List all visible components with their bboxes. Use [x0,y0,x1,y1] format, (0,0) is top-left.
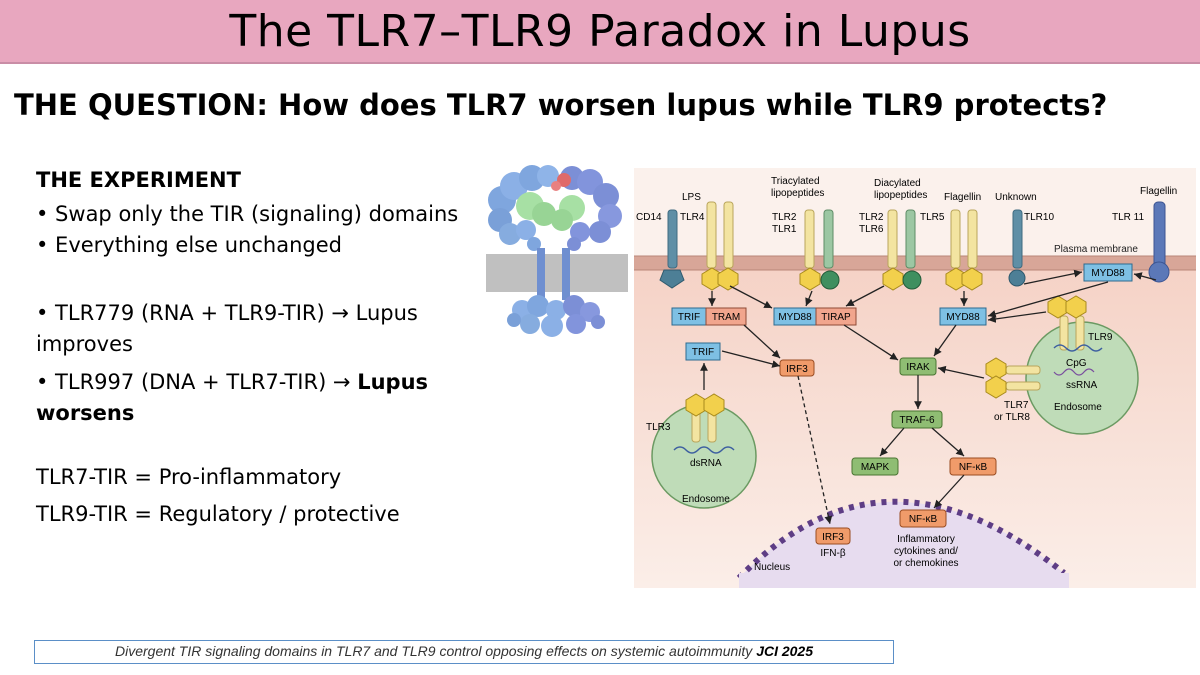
title-bar: The TLR7–TLR9 Paradox in Lupus [0,0,1200,64]
conclusion-tlr7: TLR7-TIR = Pro-inflammatory [36,465,342,490]
node-myd88-a: MYD88 [778,312,812,323]
nucleus-envelope [736,498,1066,581]
label-tlr9: TLR9 [1088,332,1113,343]
result-tlr997-bold: Lupus worsens [36,370,429,425]
label-tlr1: TLR1 [772,224,797,235]
label-cytokines-3: or chemokines [893,558,958,569]
endosome-tlr3 [651,403,757,509]
label-tlr2b: TLR2 [859,212,884,223]
question-heading: THE QUESTION: How does TLR7 worsen lupus… [14,88,1108,122]
label-cpg: CpG [1066,358,1087,369]
label-tlr7: TLR7 [1004,400,1029,411]
label-cd14: CD14 [636,212,662,223]
node-nfkb: NF-κB [959,462,988,473]
label-ssrna: ssRNA [1066,380,1097,391]
label-tlr6: TLR6 [859,224,884,235]
label-tlr8: or TLR8 [994,412,1030,423]
label-cytokines-1: Inflammatory [897,534,955,545]
conclusion-tlr9: TLR9-TIR = Regulatory / protective [36,501,400,526]
node-irak: IRAK [906,362,930,373]
ligand-unknown: Unknown [995,192,1037,203]
ligand-triacylated-2: lipopeptides [771,188,824,199]
label-tlr10: TLR10 [1024,212,1054,223]
tlr-pathway-diagram: Plasma membrane LPS Triacylated lipopept… [634,168,1196,588]
label-tlr4: TLR4 [680,212,705,223]
label-tlr11: TLR 11 [1112,212,1144,223]
ligand-flagellin: Flagellin [944,192,981,203]
node-myd88-c: MYD88 [1091,268,1125,279]
experiment-panel: THE EXPERIMENT • Swap only the TIR (sign… [36,165,476,529]
node-myd88-b: MYD88 [946,312,980,323]
label-tlr2a: TLR2 [772,212,797,223]
node-traf6: TRAF-6 [900,415,935,426]
ligand-diacylated: Diacylated [874,178,921,189]
citation-box: Divergent TIR signaling domains in TLR7 … [34,640,894,664]
label-nucleus: Nucleus [754,562,790,573]
node-mapk: MAPK [861,462,890,473]
ligand-lps: LPS [682,192,701,203]
citation-journal: JCI 2025 [756,643,814,659]
label-cytokines-2: cytokines and/ [894,546,958,557]
label-endosome-1: Endosome [1054,402,1102,413]
node-nfkb-nucleus: NF-κB [909,514,938,525]
node-tirap: TIRAP [821,312,851,323]
label-tlr3: TLR3 [646,422,671,433]
label-tlr5: TLR5 [920,212,945,223]
result-tlr997-prefix: • TLR997 (DNA + TLR7-TIR) → [36,370,358,395]
node-tram: TRAM [712,312,740,323]
membrane-label: Plasma membrane [1054,244,1138,255]
label-endosome-2: Endosome [682,494,730,505]
node-irf3: IRF3 [786,364,808,375]
node-trif-2: TRIF [692,347,714,358]
result-tlr779: • TLR779 (RNA + TLR9-TIR) → Lupus improv… [36,301,418,356]
tlr-protein-structure [486,165,628,337]
label-dsrna: dsRNA [690,458,722,469]
citation-text: Divergent TIR signaling domains in TLR7 … [114,643,757,659]
bullet-unchanged: • Everything else unchanged [36,232,342,257]
node-irf3-nucleus: IRF3 [822,532,844,543]
ligand-flagellin-2: Flagellin [1140,186,1177,197]
ligand-diacylated-2: lipopeptides [874,190,927,201]
bullet-swap: • Swap only the TIR (signaling) domains [36,202,459,227]
label-ifnb: IFN-β [820,548,845,559]
experiment-title: THE EXPERIMENT [36,168,241,192]
slide-title: The TLR7–TLR9 Paradox in Lupus [229,5,971,57]
result-tlr997: • TLR997 (DNA + TLR7-TIR) → Lupus worsen… [36,367,476,428]
ligand-triacylated: Triacylated [771,176,820,187]
node-trif: TRIF [678,312,700,323]
